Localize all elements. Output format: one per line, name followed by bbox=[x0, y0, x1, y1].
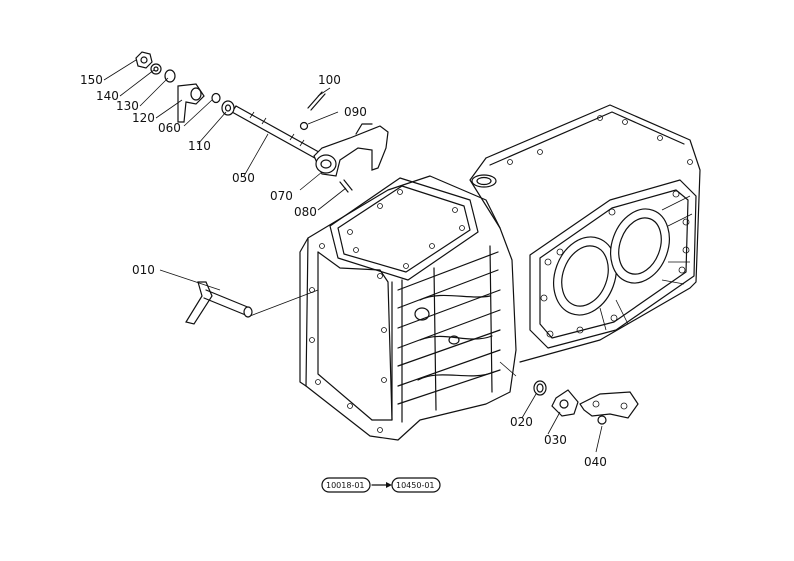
part-label-050: 050 bbox=[232, 171, 255, 185]
shift-lever-010 bbox=[185, 281, 253, 325]
part-label-130: 130 bbox=[116, 99, 139, 113]
leader-lines bbox=[103, 59, 603, 453]
cover-plate-assembly bbox=[533, 380, 639, 425]
part-label-040: 040 bbox=[584, 455, 607, 469]
part-label-020: 020 bbox=[510, 415, 533, 429]
part-label-010: 010 bbox=[132, 263, 155, 277]
part-label-110: 110 bbox=[188, 139, 211, 153]
reference-note: 10018-01 10450-01 bbox=[321, 477, 441, 493]
transmission-housing bbox=[299, 104, 701, 441]
shift-shaft-assembly bbox=[135, 51, 389, 193]
part-label-060: 060 bbox=[158, 121, 181, 135]
reference-to-label: 10450-01 bbox=[396, 481, 435, 490]
part-label-140: 140 bbox=[96, 89, 119, 103]
part-label-100: 100 bbox=[318, 73, 341, 87]
part-label-090: 090 bbox=[344, 105, 367, 119]
part-label-030: 030 bbox=[544, 433, 567, 447]
part-labels: 150 140 130 120 060 110 050 100 090 070 … bbox=[80, 73, 607, 469]
part-label-150: 150 bbox=[80, 73, 103, 87]
part-label-080: 080 bbox=[294, 205, 317, 219]
part-label-070: 070 bbox=[270, 189, 293, 203]
part-label-120: 120 bbox=[132, 111, 155, 125]
reference-to-box bbox=[391, 477, 441, 493]
reference-from-box bbox=[321, 477, 371, 493]
reference-from-label: 10018-01 bbox=[326, 481, 365, 490]
